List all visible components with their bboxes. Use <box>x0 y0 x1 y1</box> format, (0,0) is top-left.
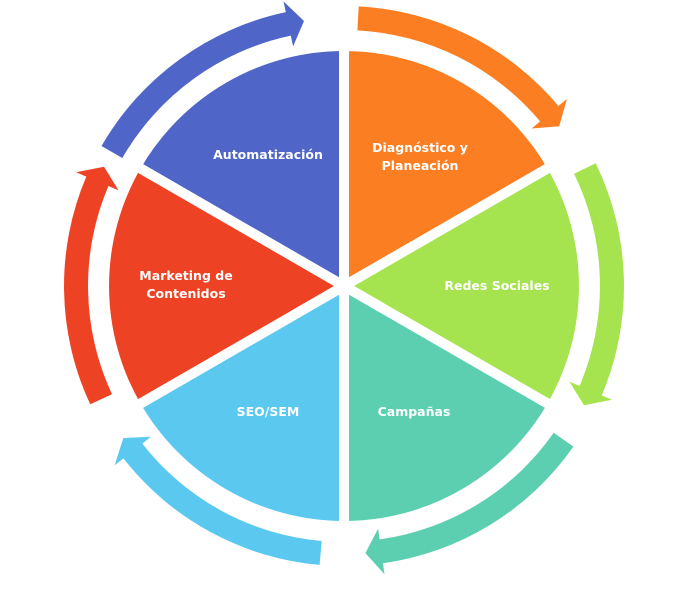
segment-label-marketing-contenidos: Marketing de Contenidos <box>139 268 232 301</box>
arrow-3-curved-arrow-icon <box>569 163 624 406</box>
segment-label-line: Redes Sociales <box>444 278 549 293</box>
arrow-6-curved-arrow-icon <box>64 166 119 405</box>
segment-label-line: Automatización <box>213 147 323 162</box>
segment-label-seo-sem: SEO/SEM <box>237 404 300 419</box>
segment-label-diagnostico: Diagnóstico y Planeación <box>372 140 468 173</box>
cycle-labels: Automatización Diagnóstico y PlaneaciónRed… <box>139 140 549 419</box>
arrow-5-curved-arrow-icon <box>114 436 322 565</box>
segment-label-line: Contenidos <box>146 286 225 301</box>
segment-label-line: Campañas <box>378 404 451 419</box>
segment-redes-sociales <box>334 159 589 413</box>
segment-marketing-contenidos <box>99 159 354 413</box>
segment-label-line: Planeación <box>382 158 459 173</box>
arrow-4-curved-arrow-icon <box>365 432 574 575</box>
segment-label-line: Marketing de <box>139 268 232 283</box>
segment-label-automatizacion: Automatización <box>213 147 323 162</box>
segment-label-line: SEO/SEM <box>237 404 300 419</box>
segment-label-redes-sociales: Redes Sociales <box>444 278 549 293</box>
segment-diagnostico <box>339 40 559 295</box>
segment-seo-sem <box>129 277 349 532</box>
segment-label-campanas: Campañas <box>378 404 451 419</box>
cycle-arrows <box>64 1 624 575</box>
segment-campanas <box>339 277 559 532</box>
segment-label-line: Diagnóstico y <box>372 140 468 155</box>
arrow-2-curved-arrow-icon <box>357 6 567 129</box>
cycle-segments <box>99 40 589 532</box>
arrow-1-curved-arrow-icon <box>101 1 304 159</box>
segment-automatizacion <box>129 40 349 295</box>
